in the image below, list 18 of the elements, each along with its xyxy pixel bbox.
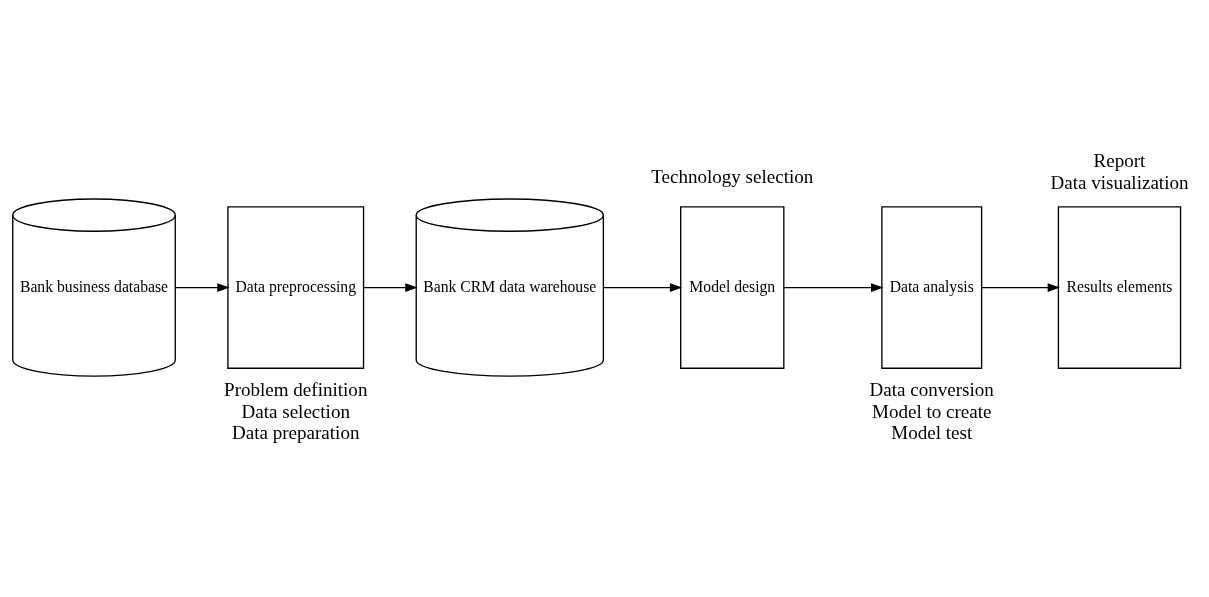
- arrow: [981, 283, 1060, 292]
- node-label: Model to create: [871, 400, 992, 422]
- node-box: Results elements: [1057, 206, 1182, 369]
- arrow: [783, 283, 884, 292]
- node-label: Data conversion: [869, 379, 994, 401]
- arrow: [363, 283, 418, 292]
- node-box: Data preprocessing: [227, 206, 365, 369]
- node-label: Data preparation: [232, 421, 360, 443]
- node-label: Data selection: [241, 400, 350, 422]
- arrow: [174, 283, 230, 292]
- node-label: Report: [1093, 150, 1146, 172]
- node-label: Model test: [891, 421, 973, 443]
- arrow: [603, 283, 683, 292]
- node-box: Data analysis: [881, 206, 983, 369]
- node-box: Model design: [680, 206, 785, 369]
- node-label: Data visualization: [1050, 171, 1189, 193]
- node-label: Technology selection: [651, 166, 814, 188]
- node-label: Problem definition: [224, 379, 368, 401]
